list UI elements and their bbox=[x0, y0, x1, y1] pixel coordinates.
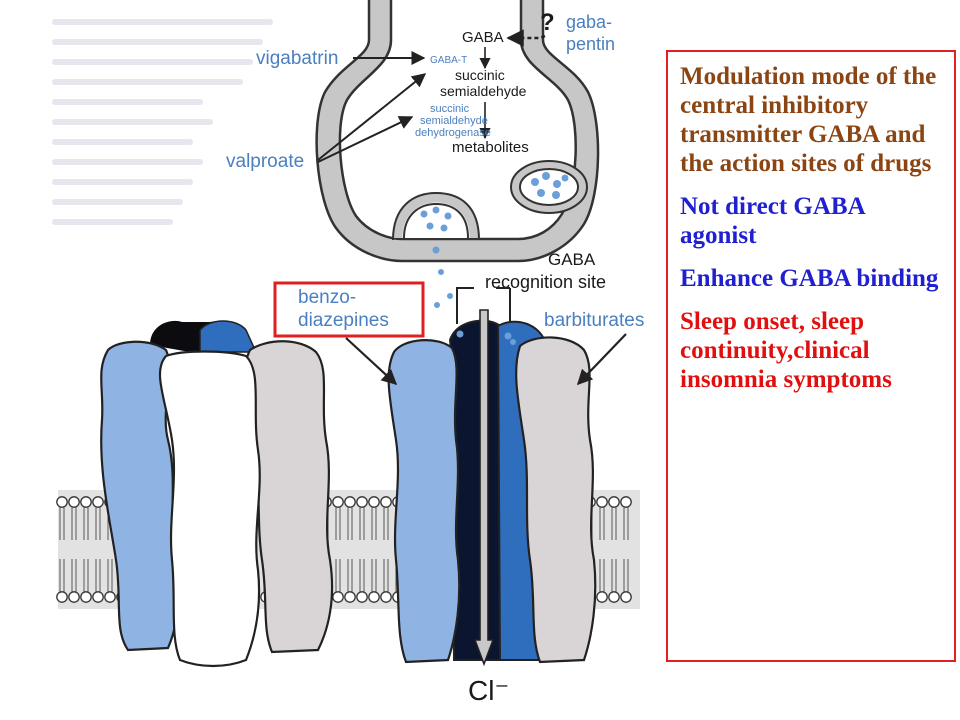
recognition-site-bracket bbox=[456, 287, 511, 324]
barbiturates-arrow bbox=[576, 333, 627, 386]
explanation-heading: Modulation mode of the central inhibitor… bbox=[680, 63, 937, 177]
point-enhance-binding: Enhance GABA binding bbox=[680, 265, 939, 292]
gabapentin-label-2: pentin bbox=[566, 34, 615, 54]
chloride-channel-arrow bbox=[473, 309, 495, 667]
ssadh-label-2: semialdehyde bbox=[420, 115, 488, 127]
gabapentin-label-1: gaba- bbox=[566, 12, 612, 32]
succinic-label: succinic bbox=[455, 67, 505, 83]
vigabatrin-label: vigabatrin bbox=[256, 48, 338, 69]
benzodiazepines-label-2: diazepines bbox=[298, 310, 389, 331]
gabapentin-dotted-arrow bbox=[506, 29, 546, 47]
gaba-released-label: GABA bbox=[548, 250, 596, 269]
receptor-left bbox=[100, 320, 334, 668]
gaba-top-label: GABA bbox=[462, 29, 504, 46]
valproate-arrow-2 bbox=[317, 116, 414, 163]
benzodiazepines-arrow bbox=[345, 337, 398, 386]
benzodiazepines-highlight-box bbox=[273, 281, 425, 338]
explanation-box: Modulation mode of the central inhibitor… bbox=[666, 50, 956, 662]
semialdehyde-label: semialdehyde bbox=[440, 83, 527, 99]
ssadh-label-3: dehydrogenase bbox=[415, 127, 491, 139]
barbiturates-label: barbiturates bbox=[544, 310, 644, 331]
metabolites-label: metabolites bbox=[452, 139, 529, 156]
gaba-t-label: GABA-T bbox=[430, 55, 467, 66]
valproate-arrow-1 bbox=[317, 73, 427, 161]
recognition-site-label: recognition site bbox=[485, 272, 606, 292]
valproate-label: valproate bbox=[226, 151, 304, 172]
vesicle-right bbox=[510, 160, 588, 214]
point-not-direct-agonist: Not direct GABA agonist bbox=[680, 193, 865, 249]
vesicle-fusing bbox=[392, 191, 480, 308]
benzodiazepines-label-1: benzo- bbox=[298, 287, 356, 308]
point-sleep-effects: Sleep onset, sleep continuity,clinical i… bbox=[680, 308, 892, 393]
ssadh-label-1: succinic bbox=[430, 103, 470, 115]
question-mark: ? bbox=[540, 9, 555, 36]
chloride-label: Cl⁻ bbox=[468, 675, 509, 706]
background-text-ghost bbox=[52, 19, 273, 225]
receptor-right bbox=[387, 309, 597, 667]
